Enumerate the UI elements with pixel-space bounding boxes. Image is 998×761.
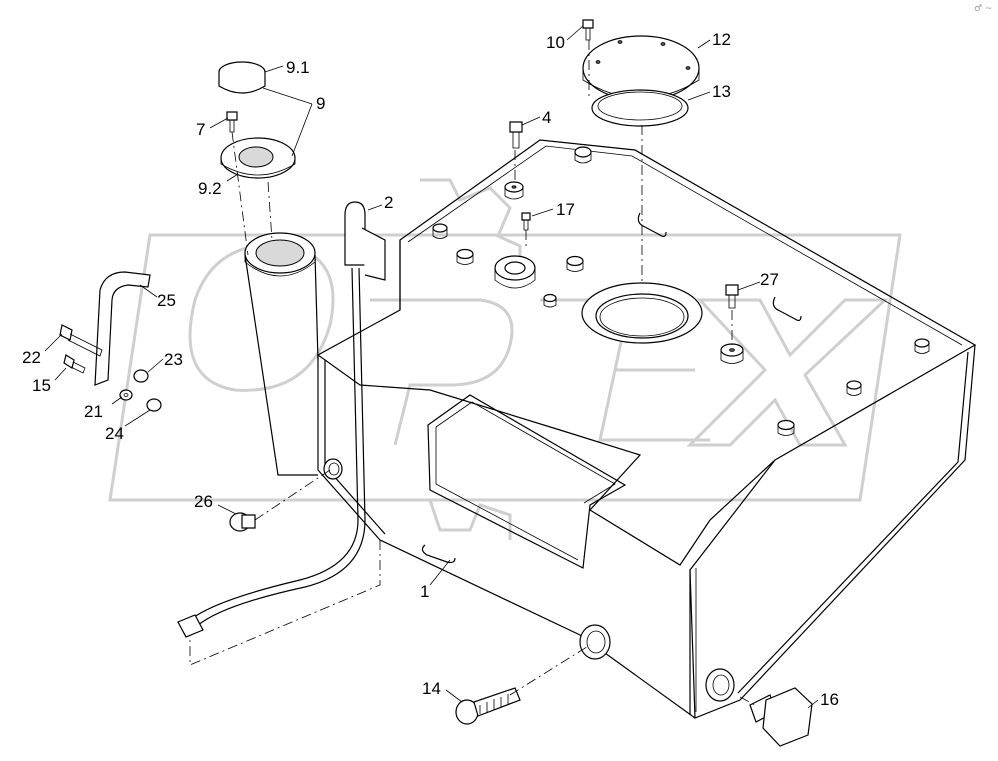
filler-neck <box>244 232 319 476</box>
ring-24 <box>146 398 162 412</box>
assembly-centerlines <box>189 40 756 706</box>
callout-25: 25 <box>157 291 176 310</box>
bolt-10 <box>582 19 594 41</box>
plug-26 <box>229 512 256 532</box>
callout-21: 21 <box>84 402 103 421</box>
drain-ports <box>323 458 735 702</box>
bolt-27 <box>725 284 739 309</box>
filter-14 <box>455 687 521 725</box>
sender-flange <box>494 255 536 289</box>
bolt-22 <box>59 324 103 357</box>
callout-9: 9 <box>316 94 325 113</box>
callout-labels: 1 2 4 7 9 9.1 9.2 10 12 13 14 15 16 17 2… <box>22 30 839 709</box>
callout-17: 17 <box>556 200 575 219</box>
callout-2: 2 <box>384 193 393 212</box>
washer-21 <box>119 389 133 401</box>
callout-27: 27 <box>760 270 779 289</box>
pin-15 <box>63 354 86 374</box>
corner-mark: ♂ ~ <box>974 4 992 14</box>
callout-7: 7 <box>196 120 205 139</box>
callout-14: 14 <box>422 679 441 698</box>
nut-23 <box>133 369 149 383</box>
callout-22: 22 <box>22 348 41 367</box>
gasket <box>591 89 689 127</box>
bolt-17 <box>521 212 531 231</box>
callout-16: 16 <box>820 690 839 709</box>
sender-hose <box>177 201 386 638</box>
filler-cap <box>218 61 266 94</box>
callout-10: 10 <box>546 33 565 52</box>
filler-opening-flange <box>581 282 703 344</box>
bolt-7 <box>226 111 238 133</box>
callout-24: 24 <box>105 424 124 443</box>
fuel-tank-body <box>316 139 977 719</box>
bracket-25 <box>94 271 151 386</box>
callout-26: 26 <box>194 492 213 511</box>
callout-9-2: 9.2 <box>198 179 222 198</box>
top-bosses <box>432 146 930 436</box>
callout-1: 1 <box>420 582 429 601</box>
bolt-4 <box>509 121 523 149</box>
cap-ring <box>220 137 296 179</box>
callout-leaders <box>44 25 819 709</box>
callout-12: 12 <box>712 30 731 49</box>
callout-9-1: 9.1 <box>286 58 310 77</box>
callout-4: 4 <box>542 108 551 127</box>
callout-23: 23 <box>164 350 183 369</box>
plug-16 <box>749 687 813 747</box>
callout-15: 15 <box>32 376 51 395</box>
callout-13: 13 <box>712 82 731 101</box>
